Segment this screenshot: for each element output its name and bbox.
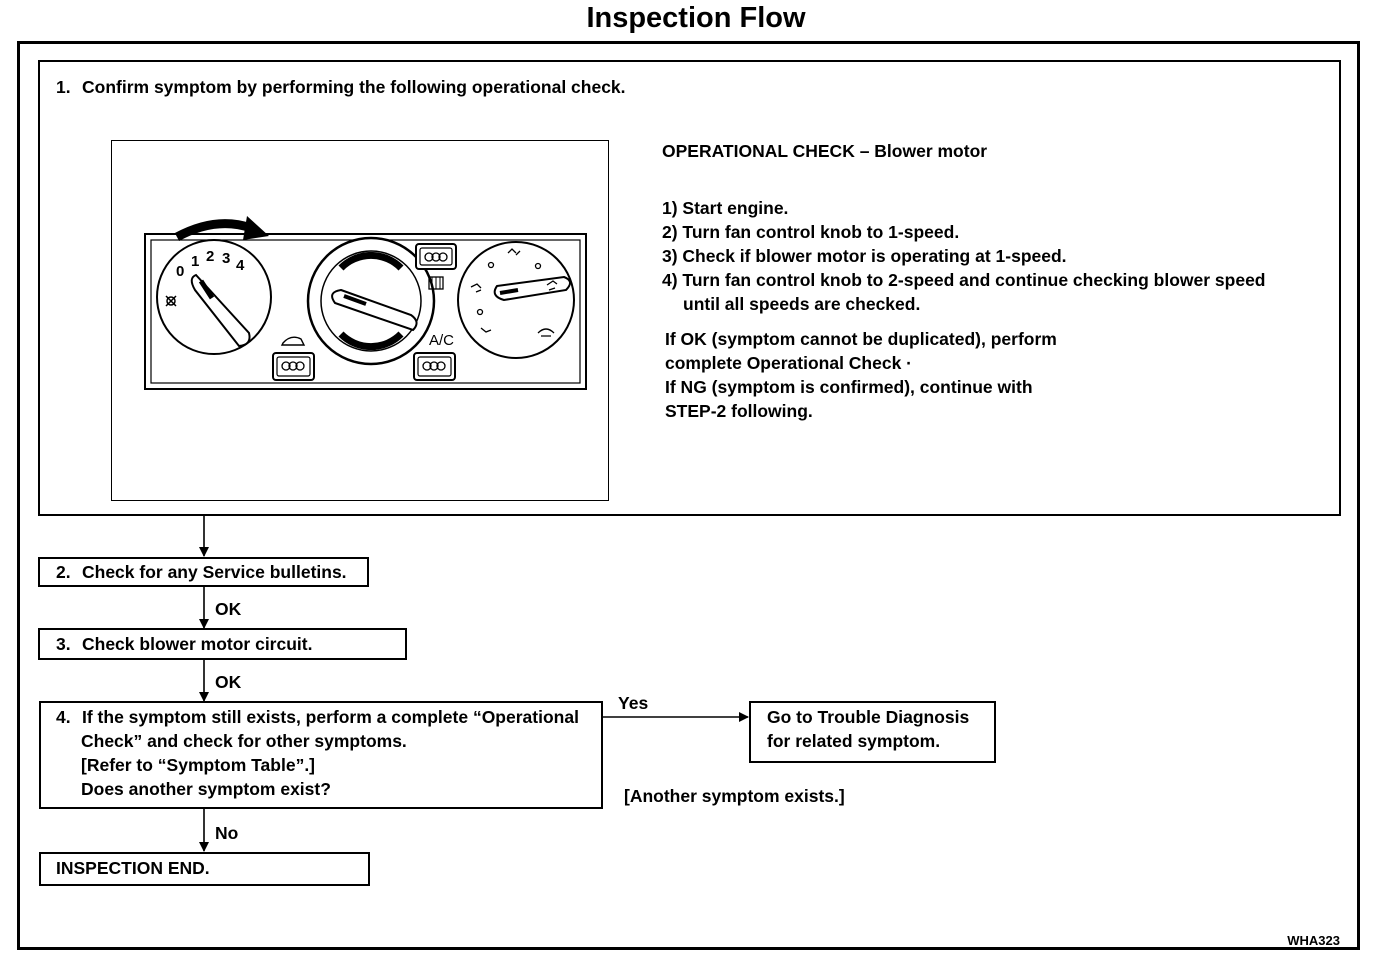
step-2-box [38,557,369,587]
temperature-knob-pointer [331,288,418,332]
operational-check-result: If OK (symptom cannot be duplicated), pe… [665,327,1057,423]
fan-speed-0: 0 [176,263,185,280]
step-4-text: 4. If the symptom still exists, perform a… [56,705,579,801]
step-4-line-2: Check” and check for other symptoms. [81,731,407,751]
ac-label: A/C [429,332,455,349]
step-3-box [38,628,407,660]
mode-position-icons [470,248,558,337]
step-4-line-4: Does another symptom exist? [81,779,331,799]
check-step-1: 1) Start engine. [662,198,789,218]
trouble-diagnosis-text: Go to Trouble Diagnosis for related symp… [767,705,969,753]
step-4-line-3: [Refer to “Symptom Table”.] [81,755,316,775]
step-2-label: Check for any Service bulletins. [82,562,347,582]
step-4-number: 4. [56,707,71,727]
air-intake-button [272,352,315,381]
fan-speed-1: 1 [191,253,200,270]
result-line-4: STEP-2 following. [665,401,813,421]
step-4-line-1: If the symptom still exists, perform a c… [82,707,579,727]
ac-button [413,352,456,381]
another-symptom-label: [Another symptom exists.] [624,786,845,806]
rear-defrost-icon [428,276,444,290]
operational-check-heading: OPERATIONAL CHECK – Blower motor [662,141,988,161]
fan-speed-3: 3 [222,250,231,267]
recirculation-button [415,243,457,270]
car-recirc-icon [280,336,306,346]
step-2-text: 2. Check for any Service bulletins. [56,560,347,584]
control-panel-illustration [111,140,609,501]
result-line-1: If OK (symptom cannot be duplicated), pe… [665,329,1057,349]
check-step-3: 3) Check if blower motor is operating at… [662,246,1067,266]
fan-icon [165,295,177,307]
step-2-number: 2. [56,562,71,582]
fan-knob-pointer [190,273,251,348]
step-1-number: 1. [56,77,71,97]
result-line-3: If NG (symptom is confirmed), continue w… [665,377,1033,397]
check-step-2: 2) Turn fan control knob to 1-speed. [662,222,960,242]
control-panel-drawing [144,216,587,390]
ok-label-1: OK [215,599,242,619]
fan-speed-2: 2 [206,248,215,265]
inspection-end-box [39,852,370,886]
step-3-label: Check blower motor circuit. [82,634,313,654]
flow-frame [17,41,1360,950]
check-step-4-cont: until all speeds are checked. [683,294,921,314]
trouble-diagnosis-box [749,701,996,763]
step-1-text: 1. Confirm symptom by performing the foll… [56,75,626,99]
result-line-2: complete Operational Check · [665,353,913,373]
step-1-label: Confirm symptom by performing the follow… [82,77,626,97]
step-3-text: 3. Check blower motor circuit. [56,632,312,656]
inspection-end-text: INSPECTION END. [56,858,210,878]
fan-speed-4: 4 [236,257,245,274]
step-3-number: 3. [56,634,71,654]
ok-label-2: OK [215,672,242,692]
no-label: No [215,823,239,843]
trouble-line-1: Go to Trouble Diagnosis [767,707,970,727]
figure-code: WHA323 [1287,933,1340,948]
trouble-line-2: for related symptom. [767,731,941,751]
check-step-4: 4) Turn fan control knob to 2-speed and … [662,270,1266,290]
yes-label: Yes [618,693,649,713]
step-4-box [39,701,603,809]
operational-check-steps: 1) Start engine. 2) Turn fan control kno… [662,196,1266,316]
page-title: Inspection Flow [586,2,806,34]
